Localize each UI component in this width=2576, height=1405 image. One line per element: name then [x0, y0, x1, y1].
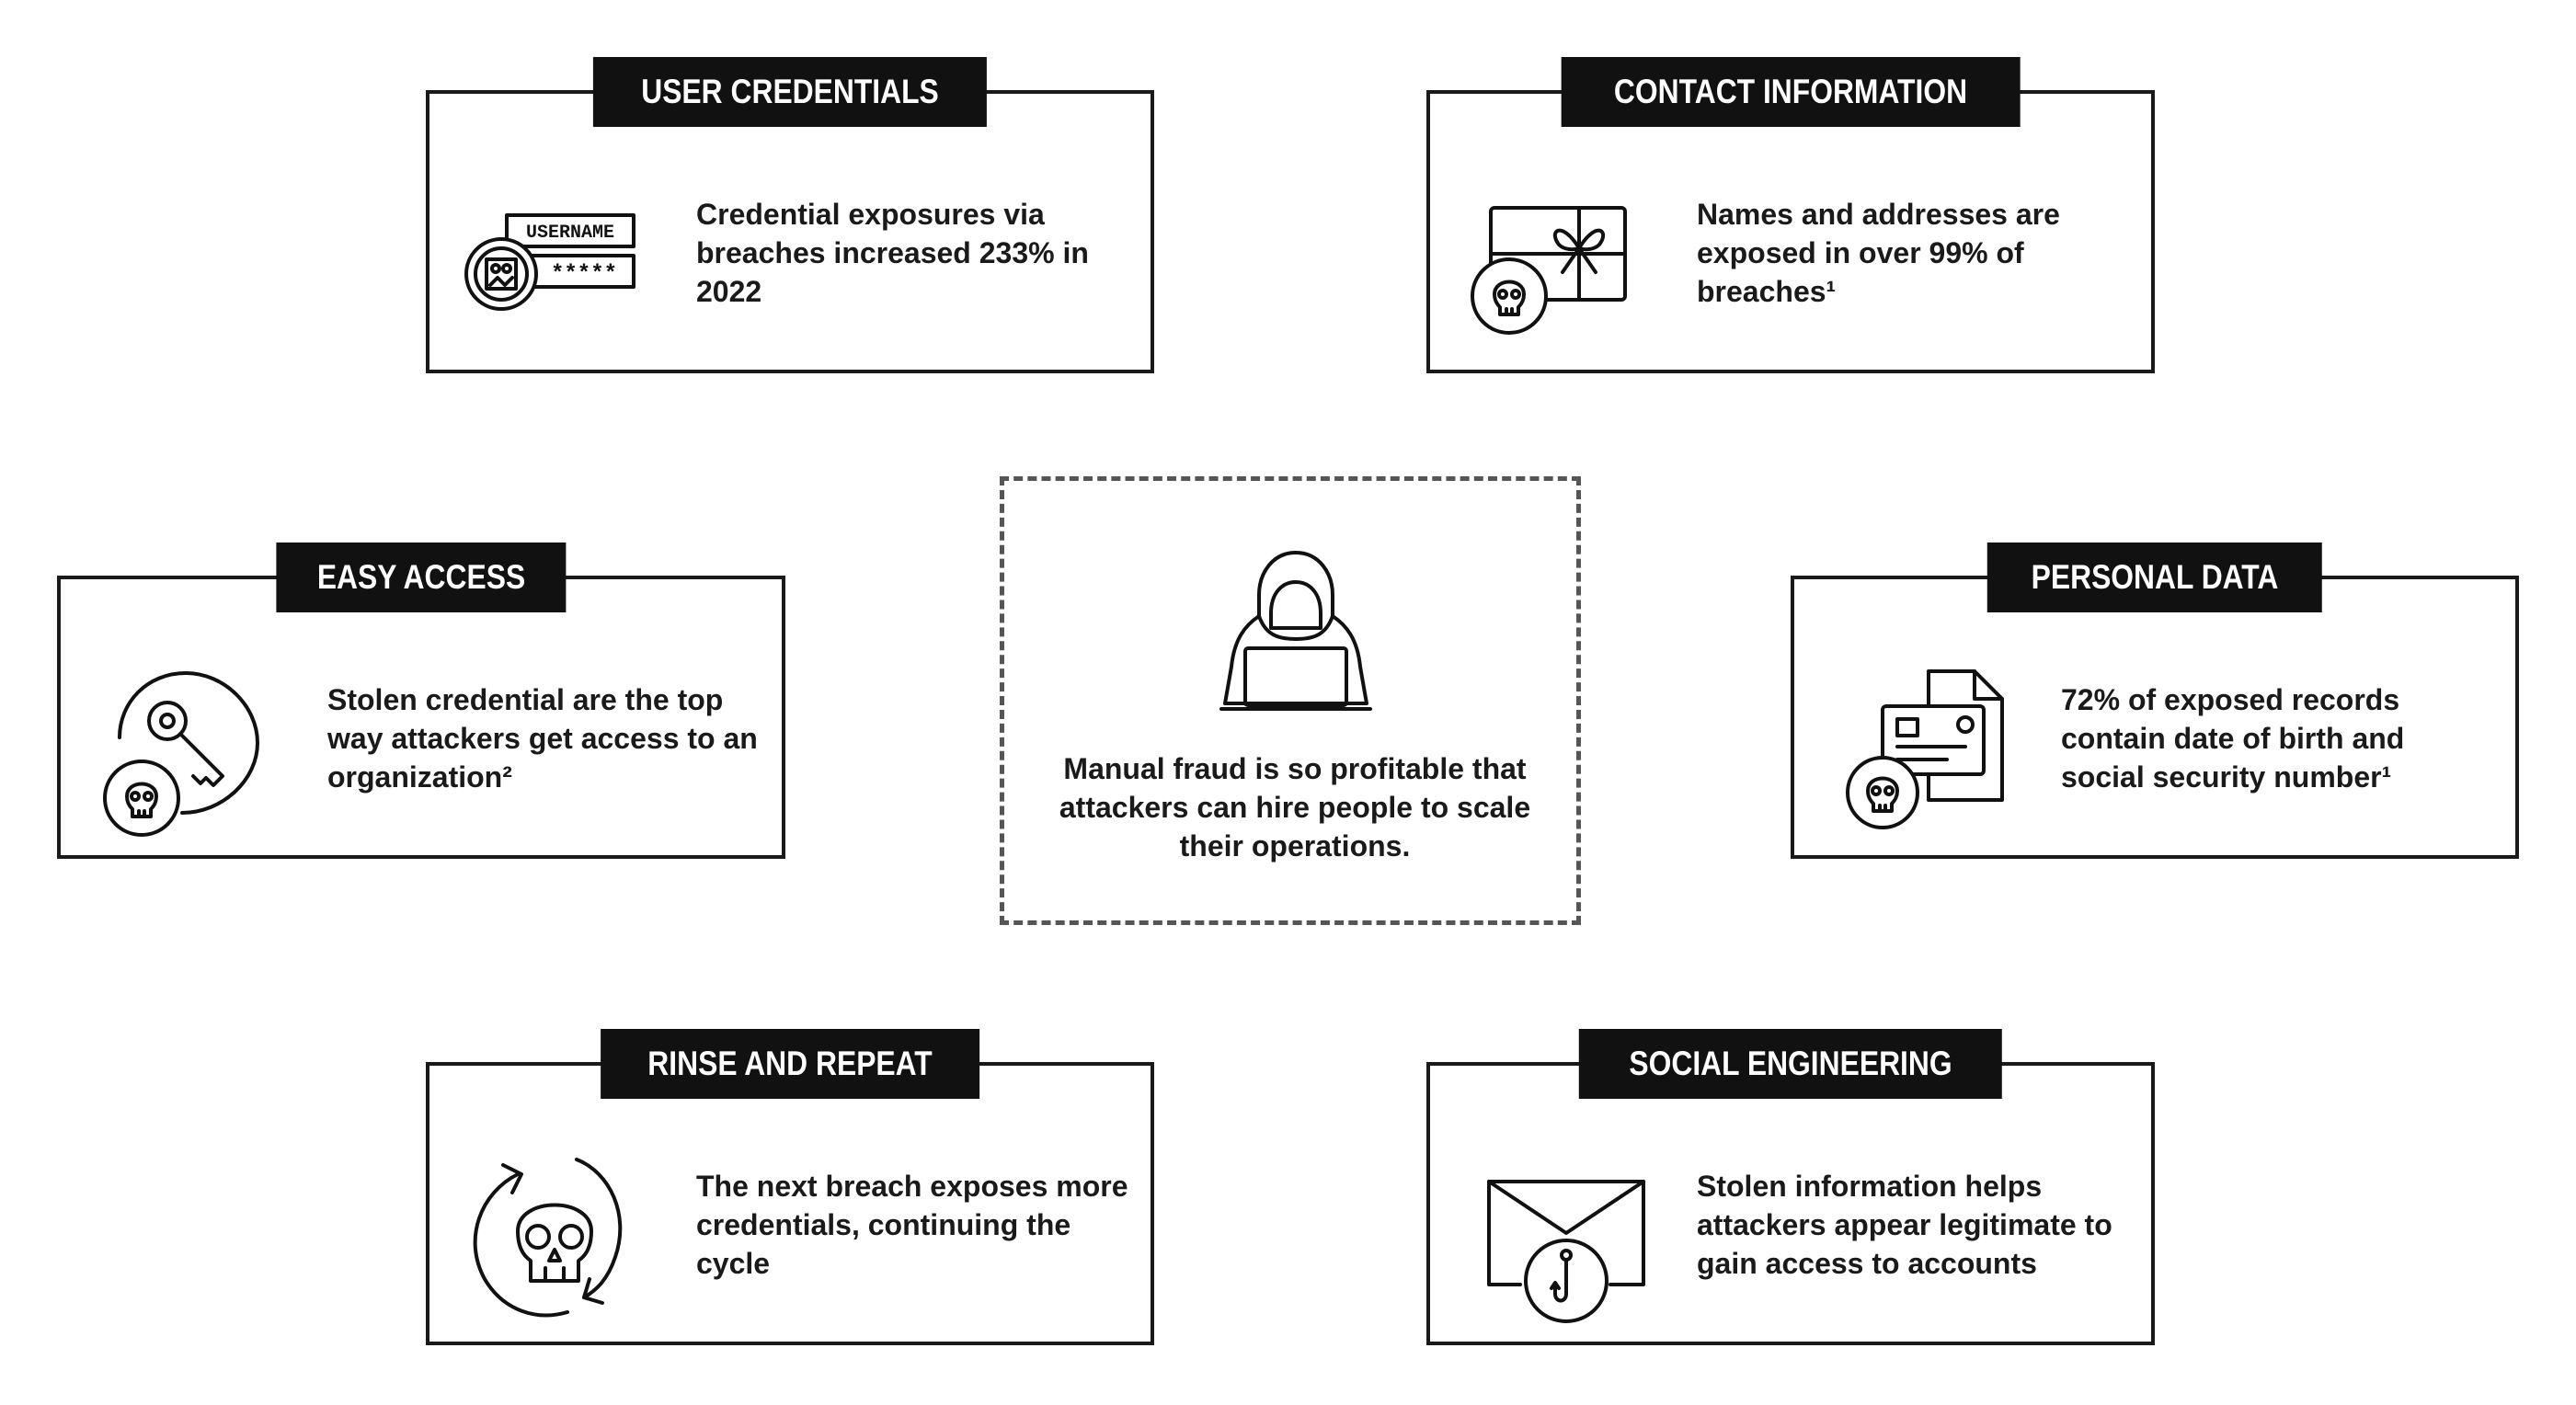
hooded-hacker-icon [1219, 551, 1372, 711]
phishing-envelope-icon [1487, 1180, 1645, 1323]
envelope-gift-skull-icon [1471, 206, 1627, 335]
svg-text:USERNAME: USERNAME [526, 223, 614, 244]
card-text: 72% of exposed records contain date of b… [2061, 683, 2405, 794]
card-title: CONTACT INFORMATION [1561, 57, 2021, 127]
card-text: Stolen information helps attackers appea… [1697, 1170, 2112, 1280]
card-title: RINSE AND REPEAT [601, 1029, 979, 1099]
id-document-skull-icon [1846, 669, 2004, 829]
svg-text:*****: ***** [551, 262, 617, 287]
card-text: Stolen credential are the top way attack… [327, 683, 758, 794]
key-skull-icon [103, 671, 259, 837]
cycle-skull-icon [473, 1158, 623, 1318]
card-rinse-and-repeat: RINSE AND REPEAT The next breach exposes… [426, 1029, 1154, 1345]
card-title: EASY ACCESS [276, 543, 567, 612]
card-text: Names and addresses are exposed in over … [1697, 198, 2060, 308]
card-personal-data: PERSONAL DATA 72% of exposed records con… [1791, 543, 2519, 859]
card-easy-access: EASY ACCESS Stolen credential are the to… [57, 543, 785, 859]
card-text: The next breach exposes more credentials… [696, 1170, 1128, 1280]
center-description: Manual fraud is so profitable that attac… [1059, 752, 1531, 862]
card-user-credentials: USER CREDENTIALS USERNAME ***** Credenti… [426, 57, 1154, 373]
card-title: USER CREDENTIALS [592, 57, 988, 127]
card-social-engineering: SOCIAL ENGINEERING Stolen information he… [1426, 1029, 2155, 1345]
card-text: Credential exposures via breaches increa… [696, 198, 1089, 308]
center-attacker-box: Manual fraud is so profitable that attac… [1000, 476, 1581, 925]
login-form-skull-icon: USERNAME ***** [464, 213, 635, 311]
card-title: PERSONAL DATA [1986, 543, 2323, 612]
card-contact-information: CONTACT INFORMATION Names and addresses … [1426, 57, 2155, 373]
card-title: SOCIAL ENGINEERING [1578, 1029, 2003, 1099]
